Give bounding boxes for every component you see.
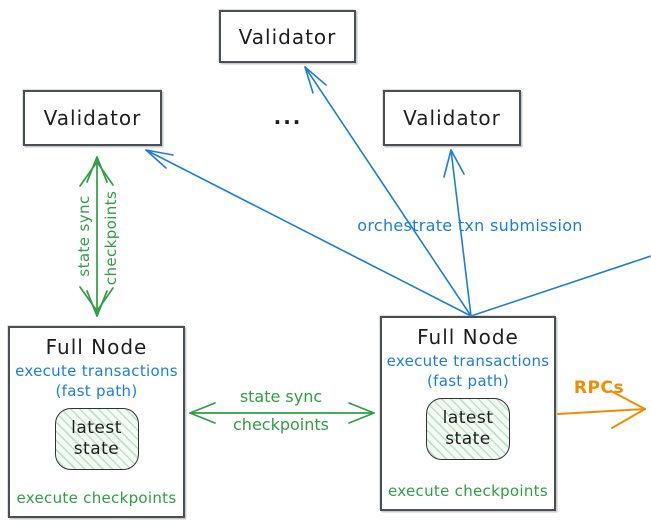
orchestrate-txn-submission-label: orchestrate txn submission [357,216,583,235]
validator-top-label: Validator [238,24,337,49]
validator-left-label: Validator [43,106,142,130]
vertical-arrow-label-state-sync: state sync [75,195,93,277]
full-node-left-footer: execute checkpoints [16,489,177,507]
validator-right-label: Validator [403,106,501,130]
rpcs-label: RPCs [573,378,625,398]
vertical-arrow-label-checkpoints: checkpoints [102,190,120,286]
horizontal-arrow-label-checkpoints: checkpoints [233,415,329,434]
full-node-right-footer: execute checkpoints [388,482,548,500]
full-node-right-role-line2: (fast path) [426,371,510,390]
full-node-right-role: execute transactions (fast path) [387,352,550,391]
latest-state-store-left: latest state [54,408,139,470]
latest-state-right-word1: latest [442,407,494,428]
validator-box-right: Validator [383,90,521,146]
full-node-left-role-line1: execute transactions [15,362,178,380]
full-node-box-right: Full Node execute transactions (fast pat… [380,316,556,511]
full-node-left-role: execute transactions (fast path) [15,362,178,401]
validator-box-left: Validator [23,90,162,146]
more-validators-ellipsis: ... [273,105,303,129]
latest-state-left-word2: state [73,439,120,459]
latest-state-left-word1: latest [71,417,122,438]
full-node-left-title: Full Node [45,335,148,359]
full-node-left-role-line2: (fast path) [55,381,138,400]
full-node-right-title: Full Node [417,325,519,349]
latest-state-store-right: latest state [426,398,510,460]
horizontal-arrow-label-state-sync: state sync [239,387,323,406]
full-node-right-role-line1: execute transactions [386,352,550,370]
latest-state-right-word2: state [445,429,491,449]
validator-box-top: Validator [219,10,356,63]
full-node-box-left: Full Node execute transactions (fast pat… [8,326,185,518]
